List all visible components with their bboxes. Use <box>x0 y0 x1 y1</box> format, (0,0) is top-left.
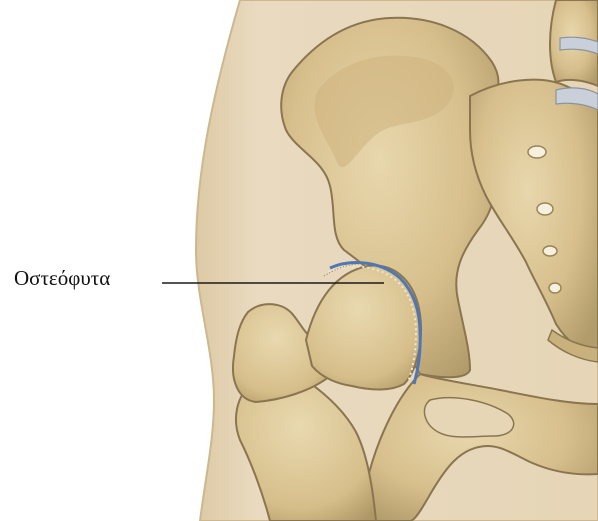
osteophytes-label: Οστεόφυτα <box>14 268 110 289</box>
sacral-foramen-4 <box>549 283 561 293</box>
sacral-foramen-2 <box>537 203 553 215</box>
sacral-foramen-3 <box>543 246 557 256</box>
sacral-foramen-1 <box>528 146 546 158</box>
